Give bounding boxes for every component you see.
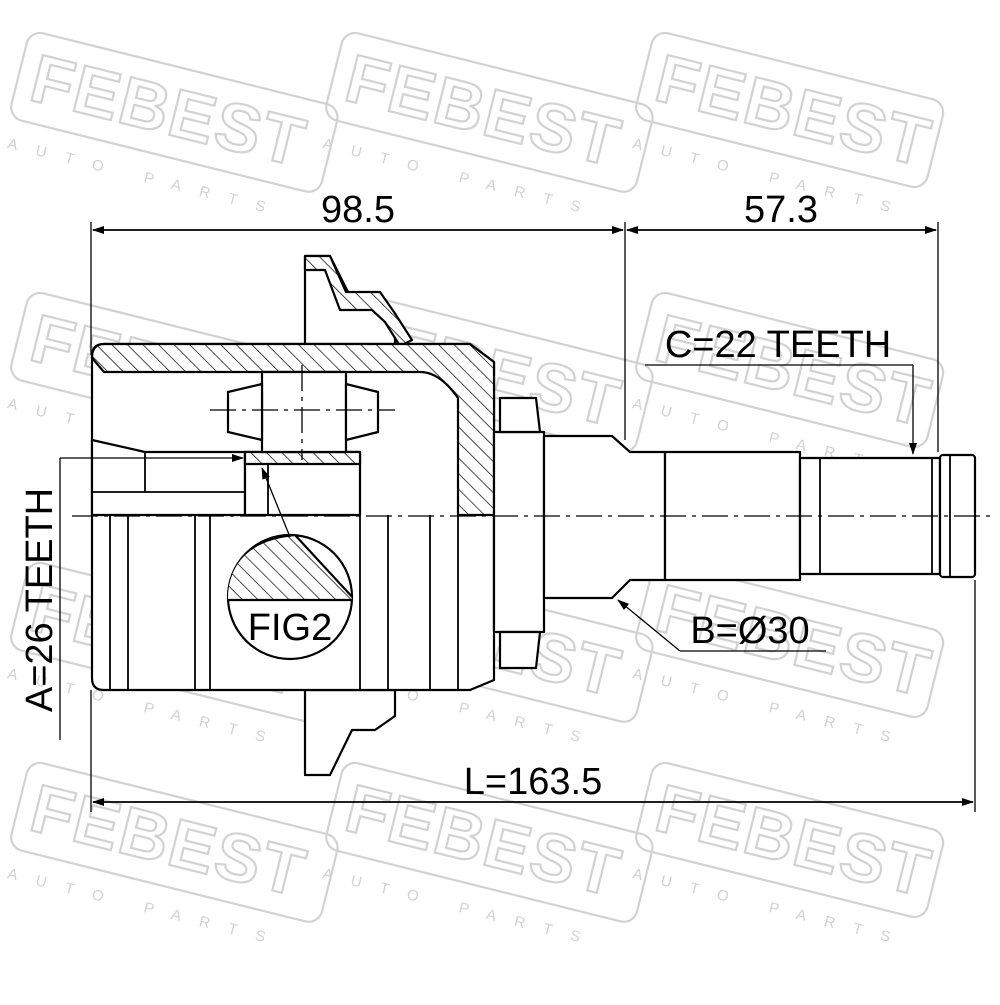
callouts: C=22 TEETH B=Ø30 A=26 TEETH bbox=[19, 324, 917, 740]
cv-joint-part bbox=[72, 254, 990, 777]
dimension-total-length-label: L=163.5 bbox=[464, 761, 602, 803]
neck-collar-top bbox=[498, 396, 542, 434]
callout-shaft-diameter-leader bbox=[617, 599, 681, 652]
callout-inner-spline: A=26 TEETH bbox=[19, 488, 61, 712]
fig2-label: FIG2 bbox=[248, 607, 332, 649]
dimension-shaft-length-label: 57.3 bbox=[744, 189, 818, 231]
boot-flange-lower bbox=[303, 688, 397, 777]
trunnion-roller-left bbox=[226, 382, 264, 442]
watermark-logo: FEBEST AUTO PARTS bbox=[631, 561, 945, 751]
fig2-detail: FIG2 bbox=[226, 467, 354, 661]
watermark-logo: FEBEST AUTO PARTS bbox=[6, 31, 339, 221]
neck-collar-bottom bbox=[498, 630, 542, 670]
dimension-lines: 98.5 57.3 L=163.5 bbox=[90, 189, 976, 812]
watermark-logo: FEBEST AUTO PARTS bbox=[6, 761, 339, 951]
fig2-leader bbox=[261, 467, 291, 538]
housing-neck bbox=[492, 430, 546, 634]
trunnion-roller-right bbox=[344, 382, 380, 442]
callout-outer-spline: C=22 TEETH bbox=[665, 324, 891, 366]
inner-bore bbox=[90, 438, 247, 517]
housing-section-hatch bbox=[90, 342, 496, 517]
trunnion-pin bbox=[260, 370, 348, 454]
callout-shaft-diameter: B=Ø30 bbox=[690, 610, 809, 652]
shaft-shoulder bbox=[542, 434, 667, 600]
watermark-logo: FEBEST AUTO PARTS bbox=[631, 761, 945, 951]
dimension-housing-length-label: 98.5 bbox=[321, 189, 395, 231]
